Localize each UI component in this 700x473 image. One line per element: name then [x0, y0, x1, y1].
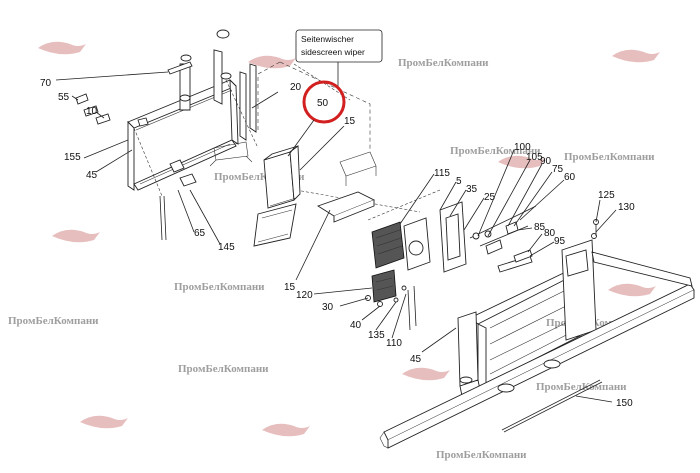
part-label: 95 — [554, 236, 566, 247]
part-label: 10 — [86, 106, 98, 117]
part-label: 110 — [386, 338, 402, 349]
part-label: 75 — [552, 164, 564, 175]
note-box — [295, 29, 383, 63]
part-label: 15 — [344, 116, 356, 127]
mounting-plate — [253, 203, 297, 247]
watermark-logo-icon — [402, 367, 450, 381]
chassis-fasteners — [591, 219, 599, 239]
sidescreen-wiper — [263, 145, 301, 209]
part-label: 15 — [284, 282, 296, 293]
highlight-leader — [287, 119, 315, 157]
watermark-logos — [38, 41, 660, 437]
part-label: 40 — [350, 320, 362, 331]
watermark-logo-icon — [608, 283, 656, 297]
note-line-2: sidescreen wiper — [301, 47, 365, 57]
highlight-circle — [302, 80, 346, 124]
part-label: 150 — [616, 398, 633, 409]
part-label: 90 — [540, 156, 552, 167]
part-label: 145 — [218, 242, 235, 253]
part-label: 80 — [544, 228, 556, 239]
part-label: 115 — [434, 168, 450, 179]
watermark-text: ПромБелКомпани — [564, 151, 655, 163]
part-label: 65 — [194, 228, 206, 239]
note-line-1: Seitenwischer — [301, 34, 354, 44]
part-label: 105 — [526, 152, 543, 163]
part-label: 70 — [40, 78, 52, 89]
part-label: 5 — [456, 176, 462, 187]
part-label: 45 — [86, 170, 98, 181]
bracket-parts — [75, 61, 197, 241]
watermark-text: ПромБелКомпани — [398, 57, 489, 69]
window-frame — [127, 29, 257, 191]
watermark-text: ПромБелКомпани — [174, 281, 265, 293]
chassis-frame — [379, 239, 695, 449]
part-label: 155 — [64, 152, 81, 163]
watermark-logo-icon — [612, 49, 660, 63]
part-label: 35 — [466, 184, 478, 195]
watermark-text: ПромБелКомпани — [536, 381, 627, 393]
wiper-note: Seitenwischer sidescreen wiper — [295, 29, 383, 88]
part-label: 45 — [410, 354, 422, 365]
watermark-text: ПромБелКомпани — [450, 145, 541, 157]
part-label: 20 — [290, 82, 302, 93]
leader-lines — [55, 71, 617, 403]
watermark-logo-icon — [262, 423, 310, 437]
highlight-label: 50 — [317, 98, 329, 109]
cable-assembly — [469, 205, 537, 273]
watermark-text: ПромБелКомпани — [8, 315, 99, 327]
part-label: 55 — [58, 92, 70, 103]
watermark-text: ПромБелКомпани — [178, 363, 269, 375]
support-bracket — [316, 151, 377, 223]
part-label: 60 — [564, 172, 576, 183]
connecting-rod — [501, 379, 603, 433]
watermark-logo-icon — [80, 415, 128, 429]
watermark-logo-icon — [38, 41, 86, 55]
watermark-logo-icon — [248, 55, 296, 69]
control-unit — [371, 201, 467, 303]
part-label: 85 — [534, 222, 546, 233]
part-label: 120 — [296, 290, 313, 301]
part-label: 125 — [598, 190, 615, 201]
part-label: 25 — [484, 192, 496, 203]
watermark-text: ПромБелКомпани — [436, 449, 527, 461]
part-labels: 70 55 10 155 45 20 15 65 145 15 120 30 4… — [40, 78, 635, 409]
part-label: 100 — [514, 142, 531, 153]
part-label: 130 — [618, 202, 635, 213]
part-label: 30 — [322, 302, 334, 313]
part-label: 135 — [368, 330, 385, 341]
watermark-logo-icon — [52, 229, 100, 243]
wiper-guideline — [257, 61, 371, 150]
